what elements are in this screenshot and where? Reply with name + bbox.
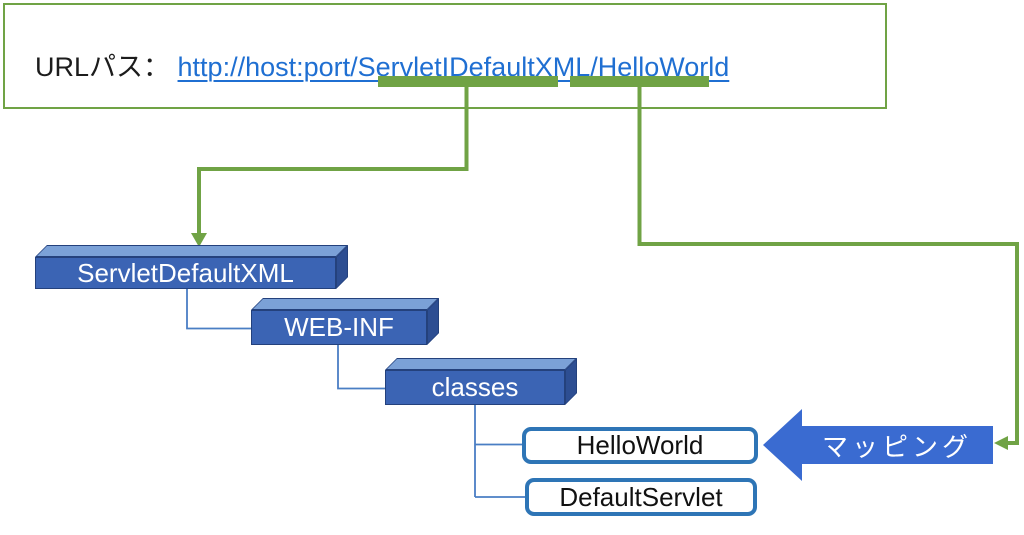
url-segment-highlight-helloworld: [570, 76, 709, 87]
green-connector-mapping-path: [637, 84, 1019, 445]
mapping-arrow-label: マッピング: [801, 426, 993, 464]
mapping-arrow: マッピング: [763, 409, 993, 481]
cube-top-face: [35, 245, 348, 257]
green-arrowhead-left-icon: [994, 436, 1008, 450]
folder-label-classes: classes: [385, 370, 565, 405]
servlet-box-defaultservlet: DefaultServlet: [525, 478, 757, 516]
url-path-label: URLパス：: [35, 52, 171, 82]
cube-top-face: [251, 298, 439, 310]
tree-connector-webinf-classes: [337, 345, 385, 390]
url-path-box: URLパス： http://host:port/ServletIDefaultX…: [3, 3, 887, 109]
mapping-arrowhead-left-icon: [763, 409, 802, 481]
tree-connector-root-webinf: [186, 289, 251, 330]
folder-label-servletdefaultxml: ServletDefaultXML: [35, 257, 336, 289]
servlet-label-helloworld: HelloWorld: [576, 430, 704, 460]
servlet-box-helloworld: HelloWorld: [522, 427, 758, 464]
cube-top-face: [385, 358, 577, 370]
servlet-label-defaultservlet: DefaultServlet: [559, 481, 723, 512]
folder-label-webinf: WEB-INF: [251, 310, 427, 345]
tree-connector-classes-servlets: [474, 404, 525, 498]
url-segment-highlight-servletdefaultxml: [378, 76, 558, 87]
